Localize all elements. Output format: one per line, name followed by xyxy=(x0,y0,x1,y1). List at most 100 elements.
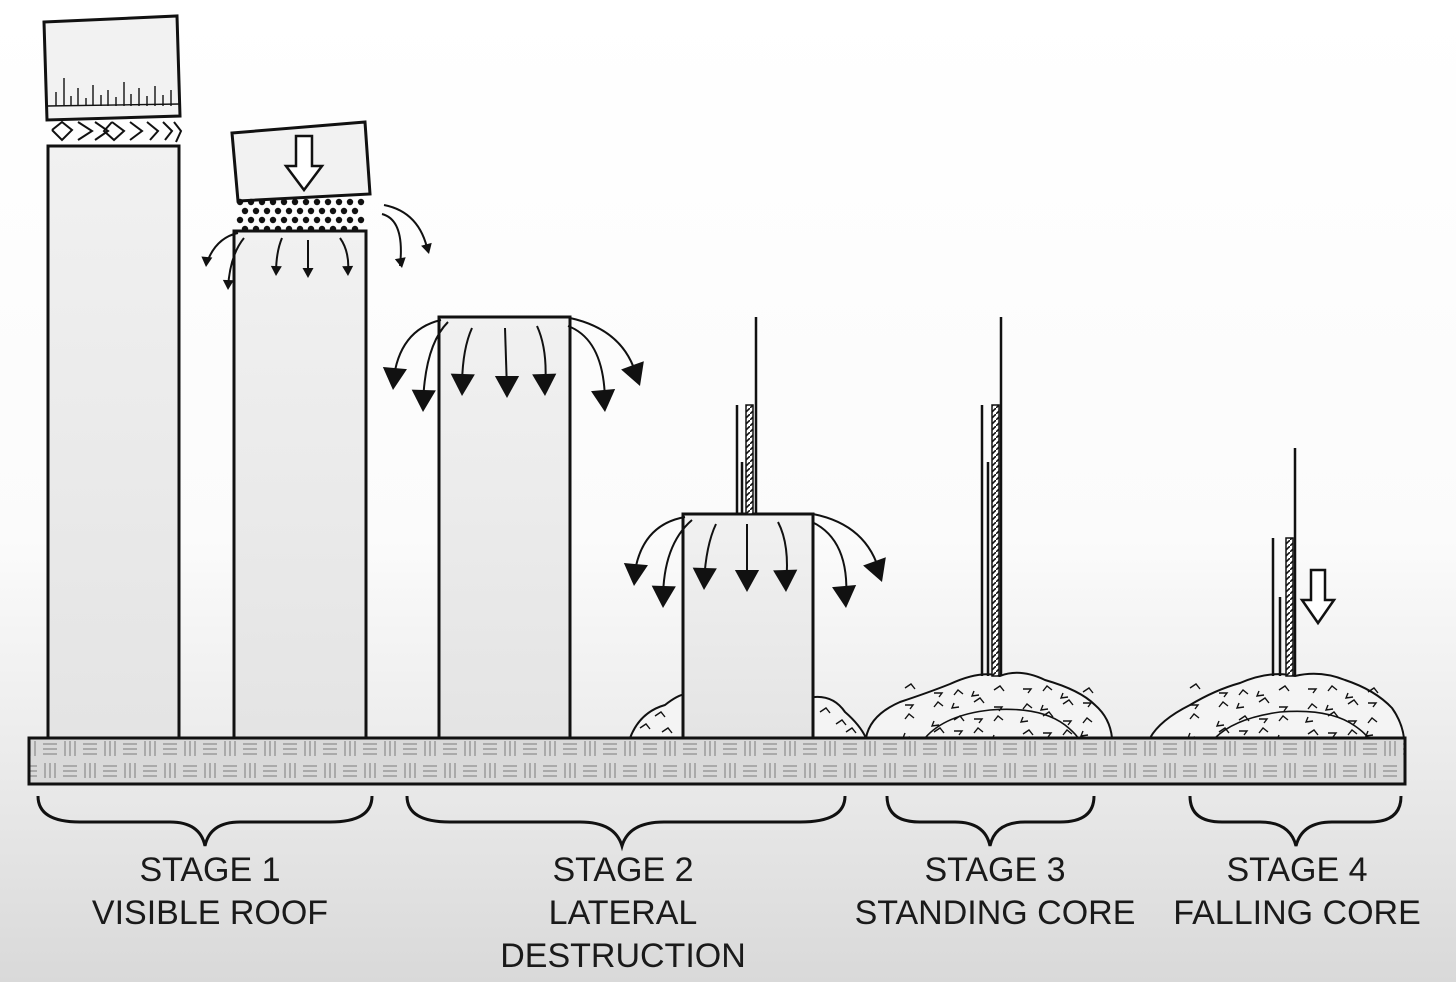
debris-dot xyxy=(247,198,255,206)
debris-arrow-icon xyxy=(651,519,693,608)
rubble-mark xyxy=(950,702,960,709)
debris-arrow-icon xyxy=(450,327,475,396)
debris-dot xyxy=(285,207,293,215)
building-stage1-b xyxy=(232,229,368,740)
debris-dot xyxy=(269,216,277,224)
building-stage1-a xyxy=(46,144,181,740)
debris-dot xyxy=(329,225,337,233)
rubble-mark xyxy=(994,706,1004,712)
rubble-mark xyxy=(819,707,831,714)
debris-dot xyxy=(329,207,337,215)
rubble-mark xyxy=(1347,729,1358,736)
debris-dot xyxy=(340,225,348,233)
stage-2-title: STAGE 2 xyxy=(552,851,694,889)
debris-arrow-icon xyxy=(734,524,760,592)
rubble-mark xyxy=(1083,702,1093,708)
debris-dot xyxy=(274,207,282,215)
brace-stage-1 xyxy=(36,795,374,847)
brace-stage-3 xyxy=(885,795,1096,847)
stage-2-label: STAGE 2 LATERAL DESTRUCTION xyxy=(468,849,778,978)
rubble-mark xyxy=(1189,683,1201,690)
debris-dot xyxy=(291,198,299,206)
rubble-mark xyxy=(1042,685,1053,692)
debris-dot xyxy=(340,207,348,215)
stage-1-title: STAGE 1 xyxy=(139,851,281,889)
debris-dot xyxy=(318,207,326,215)
rubble-mark xyxy=(1062,729,1073,736)
rubble-mark xyxy=(933,727,945,734)
debris-dot xyxy=(285,225,293,233)
debris-dot xyxy=(258,216,266,224)
rubble-mark xyxy=(1022,729,1034,736)
rubble-mark xyxy=(1279,706,1289,712)
ground-slab xyxy=(27,736,1407,786)
debris-dot xyxy=(247,216,255,224)
rubble-mark xyxy=(1255,690,1265,697)
stage-1-figure xyxy=(42,14,432,740)
debris-arrow-icon xyxy=(201,232,239,267)
debris-dot xyxy=(252,225,260,233)
rubble-pile-stage3 xyxy=(864,671,1114,739)
debris-dot xyxy=(318,225,326,233)
rubble-mark xyxy=(1258,697,1270,704)
rubble-mark xyxy=(1238,689,1249,696)
debris-dot xyxy=(324,216,332,224)
debris-arrow-icon xyxy=(569,317,644,386)
rubble-mark xyxy=(1238,715,1250,722)
rubble-mark xyxy=(1348,720,1358,726)
rubble-mark xyxy=(1215,720,1225,727)
debris-dot xyxy=(263,207,271,215)
debris-arrow-icon xyxy=(381,213,406,268)
rubble-pile-stage4 xyxy=(1148,672,1406,739)
rubble-mark xyxy=(1043,732,1053,738)
debris-dot xyxy=(335,198,343,206)
rubble-mark xyxy=(1219,692,1229,698)
debris-dot xyxy=(241,225,249,233)
rubble-mark xyxy=(993,685,1005,692)
rubble-mark xyxy=(1190,704,1200,710)
debris-arrow-icon xyxy=(382,319,442,390)
rubble-mark xyxy=(904,713,915,720)
debris-dot xyxy=(307,207,315,215)
debris-arrow-icon xyxy=(494,327,520,398)
debris-dot xyxy=(269,198,277,206)
rubble-mark xyxy=(654,711,666,718)
core-column xyxy=(735,317,758,515)
rubble-mark xyxy=(845,727,857,734)
rubble-texture xyxy=(1186,683,1379,741)
rubble-mark xyxy=(970,690,980,697)
debris-dot xyxy=(351,207,359,215)
debris-dot xyxy=(296,207,304,215)
core-column xyxy=(980,317,1003,677)
down-arrow-icon xyxy=(1299,568,1337,626)
debris-dot xyxy=(302,216,310,224)
rubble-mark xyxy=(905,704,915,710)
debris-arrow-icon xyxy=(270,237,283,276)
rubble-mark xyxy=(1218,701,1229,708)
stage-4-subtitle: FALLING CORE xyxy=(1173,894,1421,932)
stage-1-label: STAGE 1 VISIBLE ROOF xyxy=(60,849,360,935)
rubble-mark xyxy=(973,727,984,734)
stage-1-subtitle: VISIBLE ROOF xyxy=(91,894,329,932)
rubble-mark xyxy=(1239,730,1249,736)
rubble-mark xyxy=(1218,727,1230,734)
rubble-mark xyxy=(1259,718,1269,724)
debris-dot xyxy=(357,216,365,224)
debris-dot xyxy=(335,216,343,224)
rubble-mark xyxy=(1307,729,1319,736)
core-column xyxy=(1271,448,1297,677)
rubble-mark xyxy=(1235,702,1245,709)
rubble-texture xyxy=(901,683,1094,741)
rubble-mark xyxy=(1328,732,1338,738)
rubble-mark xyxy=(974,718,984,724)
rubble-mark xyxy=(904,683,916,690)
rubble-mark xyxy=(1082,687,1094,694)
stage-2-subtitle-line-2: DESTRUCTION xyxy=(500,937,746,975)
stage-3-title: STAGE 3 xyxy=(924,851,1066,889)
debris-arrow-icon xyxy=(692,523,717,590)
debris-arrow-icon xyxy=(339,237,354,276)
rubble-mark xyxy=(973,697,985,704)
rubble-mark xyxy=(993,715,1004,722)
stage-3-label: STAGE 3 STANDING CORE xyxy=(840,849,1150,935)
debris-dot xyxy=(296,225,304,233)
